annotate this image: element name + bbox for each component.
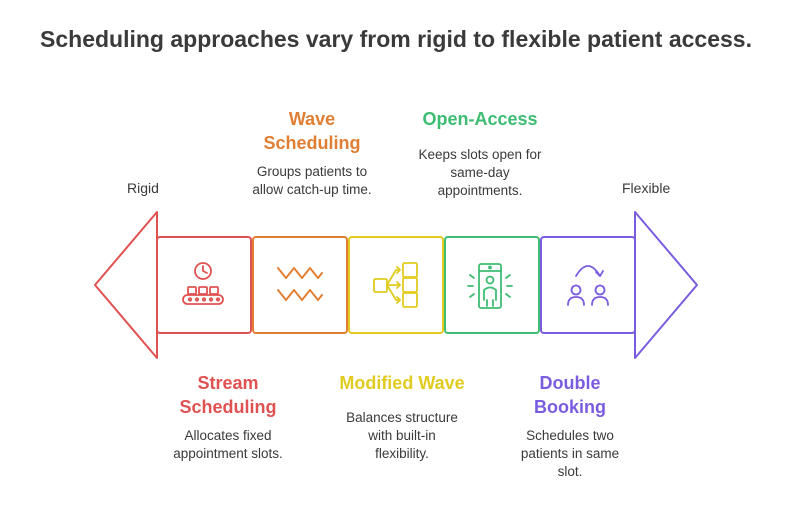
wave-description: Groups patients to allow catch-up time. [232,163,392,199]
open-access-heading: Open-Access [422,109,538,129]
stage-box-open [444,236,540,334]
wave-heading-line1: Wave [288,109,336,129]
stream-scheduling-block: Stream Scheduling Allocates fixed appoin… [148,371,308,463]
double-desc-line1: Schedules two [526,428,614,443]
page-title: Scheduling approaches vary from rigid to… [40,26,752,52]
open-desc-line2: same-day [450,165,510,180]
double-desc-line2: patients in same [520,446,620,461]
modified-desc-line1: Balances structure [346,410,458,425]
double-heading: Double Booking [490,371,650,419]
conveyor-clock-icon [182,262,224,305]
double-description: Schedules two patients in same slot. [490,427,650,481]
wave-heading: Wave Scheduling [232,107,392,155]
wave-desc-line2: allow catch-up time. [252,182,372,197]
left-arrowhead [94,211,158,359]
stream-heading-line2: Scheduling [179,397,277,417]
modified-desc-line3: flexibility. [375,446,429,461]
double-heading-line2: Booking [534,397,606,417]
branching-grid-icon [373,262,418,308]
double-heading-line1: Double [539,373,601,393]
open-access-block: Open-Access Keeps slots open for same-da… [394,107,566,200]
rigid-label: Rigid [127,180,159,196]
wave-desc-line1: Groups patients to [256,164,368,179]
stage-box-double [540,236,636,334]
stream-description: Allocates fixed appointment slots. [148,427,308,463]
open-access-description: Keeps slots open for same-day appointmen… [394,146,566,200]
wave-scheduling-block: Wave Scheduling Groups patients to allow… [232,107,392,199]
stream-desc-line2: appointment slots. [173,446,283,461]
double-booking-block: Double Booking Schedules two patients in… [490,371,650,481]
two-people-swap-icon [567,265,609,306]
right-arrowhead [634,211,698,359]
open-desc-line3: appointments. [437,183,523,198]
stage-box-stream [156,236,252,334]
modified-wave-heading: Modified Wave [339,373,465,393]
modified-desc-line2: with built-in [368,428,436,443]
stream-heading-line1: Stream [197,373,259,393]
double-desc-line3: slot. [557,464,583,479]
open-desc-line1: Keeps slots open for [418,147,542,162]
modified-wave-description: Balances structure with built-in flexibi… [318,409,486,463]
flexible-label: Flexible [622,180,671,196]
stage-box-wave [252,236,348,334]
stream-heading: Stream Scheduling [148,371,308,419]
open-door-person-icon [467,263,513,309]
wave-heading-line2: Scheduling [263,133,361,153]
modified-wave-block: Modified Wave Balances structure with bu… [318,371,486,463]
wave-icon [277,267,323,301]
stream-desc-line1: Allocates fixed [184,428,272,443]
